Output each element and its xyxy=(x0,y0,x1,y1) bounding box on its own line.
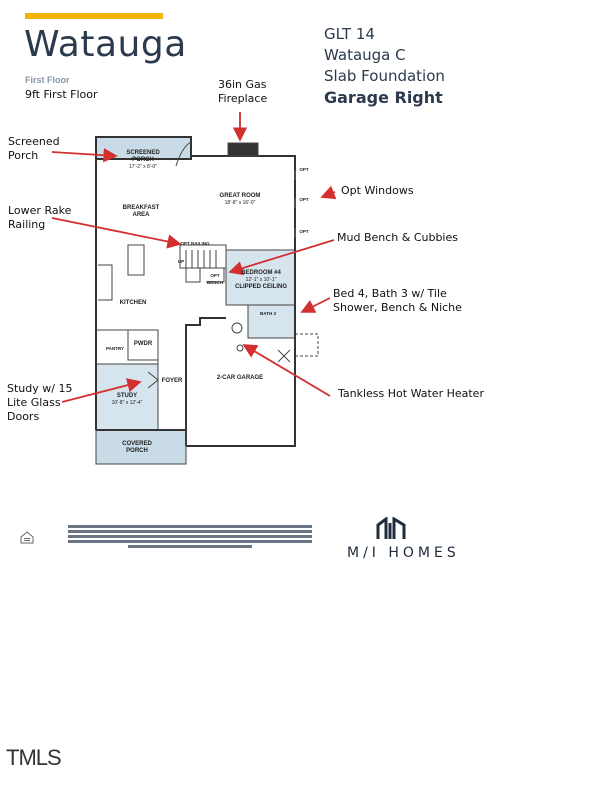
hvac-circle xyxy=(231,322,243,334)
fireplace xyxy=(227,142,259,157)
room-study: STUDY 10'-8" x 12'-4" xyxy=(111,393,143,406)
room-pantry: PANTRY xyxy=(106,346,124,351)
accent-bar xyxy=(25,13,163,19)
room-breakfast: BREAKFAST AREA xyxy=(122,205,160,218)
pantry-wall xyxy=(96,329,159,364)
room-pwdr: PWDR xyxy=(133,341,153,347)
room-screened-porch: SCREENED PORCH 17'-2" x 8'-0" xyxy=(126,150,160,170)
arrow-mud-bench xyxy=(228,239,335,276)
callout-screened-porch: Screened Porch xyxy=(8,135,60,162)
arrow-bed4 xyxy=(300,297,331,313)
garage-orientation: Garage Right xyxy=(324,88,443,107)
arrow-opt-windows xyxy=(320,185,337,200)
kitchen-counter xyxy=(98,264,113,301)
screened-porch-wall xyxy=(95,136,192,160)
kitchen-island xyxy=(127,244,145,276)
callout-water-heater: Tankless Hot Water Heater xyxy=(338,387,484,400)
mi-homes-logo: M/I HOMES xyxy=(347,545,460,561)
covered-porch-outline xyxy=(95,430,187,465)
mi-homes-logo-icon xyxy=(376,517,406,539)
bath3-fill xyxy=(248,305,294,338)
arrow-screened-porch xyxy=(51,148,118,163)
callout-lower-rake: Lower Rake Railing xyxy=(8,204,72,231)
plan-title: Watauga xyxy=(24,24,187,65)
label-up: UP xyxy=(177,259,185,264)
water-heater-mark xyxy=(277,349,291,363)
arrow-study xyxy=(61,378,142,403)
opt-cubby-box xyxy=(206,267,225,283)
elevation: Watauga C xyxy=(324,46,406,64)
callout-bed4-bath3: Bed 4, Bath 3 w/ Tile Shower, Bench & Ni… xyxy=(333,287,462,314)
label-opt-bench: OPT BENCH xyxy=(206,273,223,285)
bedroom4-fill xyxy=(226,250,294,305)
room-kitchen: KITCHEN xyxy=(119,300,147,306)
stair-treads xyxy=(185,250,217,268)
equal-housing-icon xyxy=(20,531,34,544)
label-opt-window-1: OPT xyxy=(299,167,309,172)
floor-label: First Floor xyxy=(25,75,70,85)
room-bedroom4: BEDROOM #4 12'-1" x 10'-1" CLIPPED CEILI… xyxy=(234,270,287,290)
tankless-circle xyxy=(236,344,244,352)
bath-wall xyxy=(247,305,295,339)
callout-fireplace: 36in Gas Fireplace xyxy=(218,78,268,105)
arrow-water-heater xyxy=(242,344,331,397)
porch-door-swing xyxy=(175,141,192,167)
lot-number: GLT 14 xyxy=(324,25,375,43)
callout-study: Study w/ 15 Lite Glass Doors xyxy=(7,382,73,423)
exterior-right-wall xyxy=(191,155,296,305)
lot-info: GLT 14 Watauga C Slab Foundation Garage … xyxy=(324,24,445,108)
study-door xyxy=(147,371,159,389)
label-opt-railing: OPT RAILING xyxy=(180,241,210,246)
opt-bump xyxy=(295,333,319,357)
pwdr-wall xyxy=(127,330,158,361)
garage-outline xyxy=(186,305,296,447)
room-covered-porch: COVERED PORCH xyxy=(122,441,152,454)
callout-opt-windows: Opt Windows xyxy=(341,184,414,197)
room-great-room: GREAT ROOM 18'-8" x 16'-0" xyxy=(219,193,261,206)
ceiling-height-label: 9ft First Floor xyxy=(25,88,98,101)
screened-porch-fill xyxy=(96,137,191,159)
foundation: Slab Foundation xyxy=(324,67,445,85)
study-fill xyxy=(96,364,158,430)
arrow-rake xyxy=(51,217,182,249)
opt-bench-box xyxy=(185,267,201,283)
covered-porch-fill xyxy=(96,430,186,464)
room-foyer: FOYER xyxy=(161,378,183,384)
stair xyxy=(179,244,227,269)
label-opt-window-3: OPT xyxy=(299,229,309,234)
label-opt-window-2: OPT xyxy=(299,197,309,202)
front-wall xyxy=(96,317,226,431)
tmls-watermark: TMLS xyxy=(6,745,62,770)
room-bath3: BATH 3 xyxy=(260,311,276,316)
room-garage: 2-CAR GARAGE xyxy=(216,375,264,381)
disclaimer-text xyxy=(68,523,312,550)
callout-mud-bench: Mud Bench & Cubbies xyxy=(337,231,458,244)
